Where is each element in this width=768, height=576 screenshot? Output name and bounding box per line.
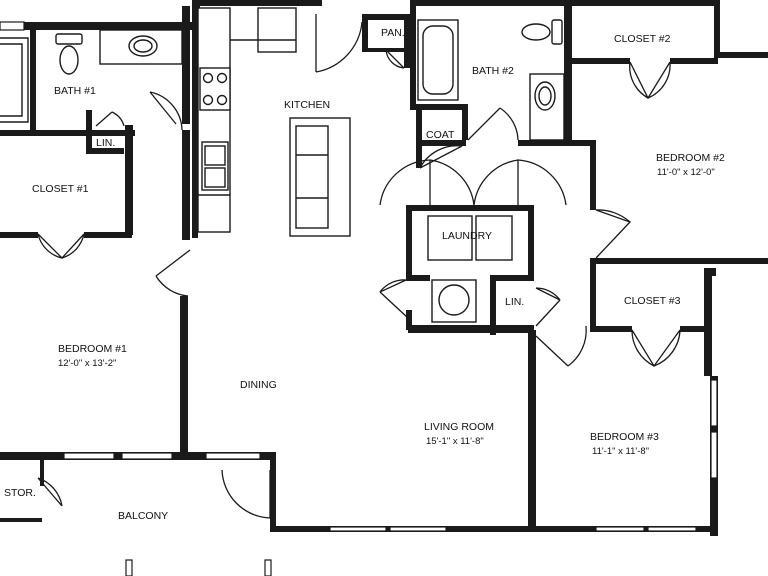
bathtub <box>0 37 29 123</box>
room-label-bath2: BATH #2 <box>472 65 514 77</box>
sink <box>534 81 556 111</box>
doors <box>37 14 681 519</box>
window <box>205 452 261 460</box>
room-label-pan: PAN. <box>381 27 405 39</box>
room-label-bedroom3: BEDROOM #3 <box>590 431 659 443</box>
kitchen-sink <box>201 141 229 191</box>
door-swing <box>37 233 85 259</box>
door-swing <box>517 159 567 206</box>
room-label-closet3: CLOSET #3 <box>624 295 681 307</box>
door-swing <box>629 61 671 100</box>
room-dims-bedroom2: 11'-0" x 12'-0" <box>657 167 715 178</box>
room-label-lin2: LIN. <box>505 296 524 308</box>
room-dims-living: 15'-1" x 11'-8" <box>426 436 484 447</box>
room-label-closet1: CLOSET #1 <box>32 183 89 195</box>
fridge <box>257 7 297 53</box>
window <box>595 526 645 532</box>
window <box>121 452 173 460</box>
door-swing <box>473 159 519 206</box>
room-label-bath1: BATH #1 <box>54 85 96 97</box>
window <box>389 526 447 532</box>
walls <box>0 0 768 536</box>
door-swing <box>595 209 631 223</box>
water-heater <box>438 284 470 316</box>
door-swing <box>315 14 363 73</box>
windows <box>0 21 718 576</box>
toilet-tank <box>55 33 83 45</box>
room-label-laundry: LAUNDRY <box>442 230 492 242</box>
toilet-bowl <box>59 45 79 75</box>
kitchen-island <box>289 117 351 237</box>
room-label-bedroom1: BEDROOM #1 <box>58 343 127 355</box>
door-swing <box>149 91 183 131</box>
toilet-tank <box>551 19 563 45</box>
kitchen-counter <box>197 7 231 233</box>
door-swing <box>535 325 587 367</box>
window <box>710 431 718 479</box>
door-swing <box>379 279 409 319</box>
dryer <box>475 215 513 261</box>
toilet-bowl <box>521 23 551 41</box>
window <box>329 526 387 532</box>
window <box>63 452 115 460</box>
room-label-kitchen: KITCHEN <box>284 99 330 111</box>
room-label-living: LIVING ROOM <box>424 421 494 433</box>
door-swing <box>419 145 463 169</box>
room-label-balcony: BALCONY <box>118 510 168 522</box>
room-labels: BATH #1 LIN. CLOSET #1 BEDROOM #1 12'-0"… <box>4 27 725 522</box>
room-label-coat: COAT <box>426 129 455 141</box>
room-dims-bedroom1: 12'-0" x 13'-2" <box>58 358 116 369</box>
door-swing <box>155 249 191 297</box>
window <box>125 559 133 576</box>
door-swing <box>379 159 431 206</box>
room-label-dining: DINING <box>240 379 277 391</box>
door-swing <box>535 287 561 327</box>
room-label-stor: STOR. <box>4 487 36 499</box>
window <box>710 379 718 427</box>
door-swing <box>631 329 681 368</box>
room-label-bedroom2: BEDROOM #2 <box>656 152 725 164</box>
door-swing <box>467 107 519 141</box>
sink <box>128 35 158 57</box>
window <box>0 21 25 31</box>
door-swing <box>379 279 407 293</box>
door-swing <box>37 233 85 259</box>
door-swing <box>385 49 405 69</box>
bathtub <box>417 19 459 101</box>
door-swing <box>95 111 125 127</box>
door-swing <box>429 159 475 206</box>
room-label-closet2: CLOSET #2 <box>614 33 671 45</box>
room-label-lin1: LIN. <box>96 137 115 149</box>
washer <box>427 215 473 261</box>
room-dims-bedroom3: 11'-1" x 11'-8" <box>592 446 649 457</box>
window <box>647 526 697 532</box>
door-swing <box>37 477 63 507</box>
door-swing <box>221 469 271 519</box>
window <box>264 559 272 576</box>
fixtures <box>0 7 565 323</box>
door-swing <box>595 209 632 259</box>
